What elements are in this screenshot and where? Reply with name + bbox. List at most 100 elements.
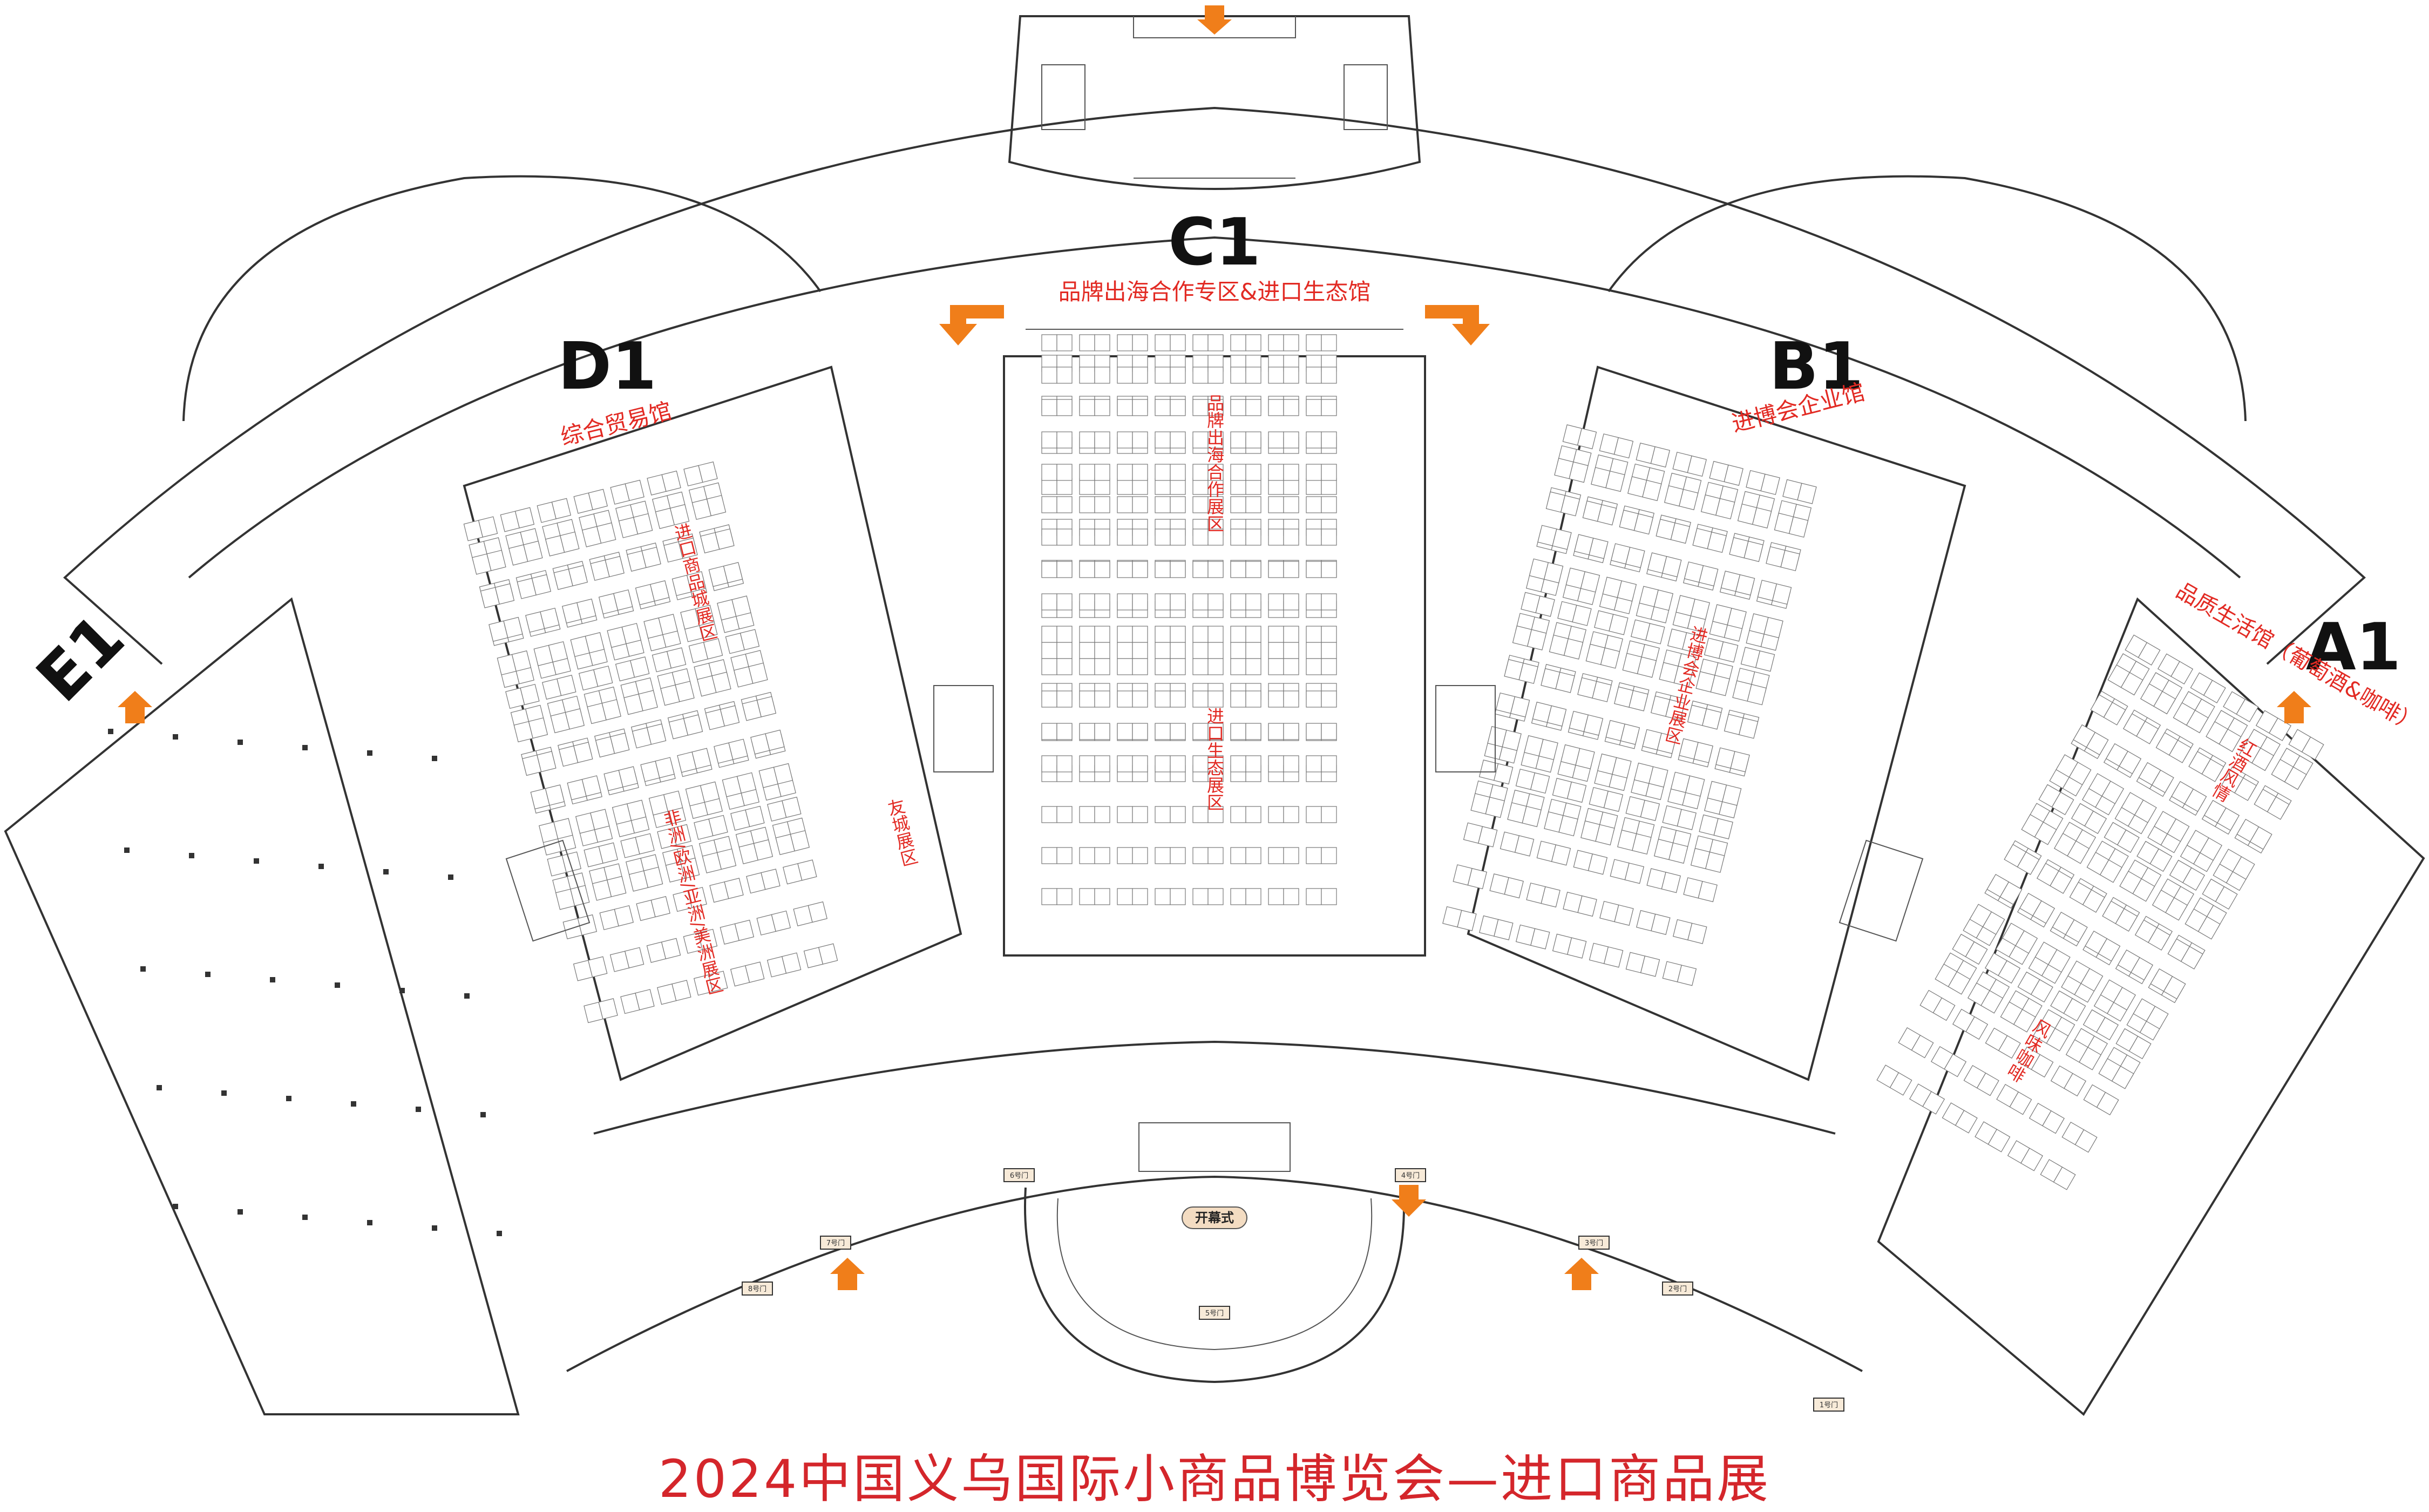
- booth: [1739, 717, 1759, 739]
- booth: [577, 914, 598, 936]
- booth: [1207, 593, 1224, 611]
- pillar: [432, 756, 437, 761]
- booth: [1620, 723, 1640, 745]
- booth: [1690, 599, 1710, 620]
- booth: [1306, 626, 1322, 643]
- booth: [1283, 528, 1299, 546]
- booth: [1155, 806, 1171, 823]
- booth: [568, 565, 588, 587]
- booth: [1245, 658, 1261, 675]
- booth: [1094, 496, 1110, 513]
- pillar: [448, 874, 453, 880]
- booth: [1245, 561, 1261, 578]
- pillar: [367, 1220, 372, 1225]
- booth: [2151, 769, 2174, 794]
- booth: [2064, 1073, 2087, 1097]
- booth: [1056, 561, 1073, 578]
- booth: [1698, 880, 1718, 903]
- booth: [1245, 690, 1261, 708]
- booth: [1321, 723, 1337, 740]
- booth: [478, 516, 498, 538]
- booth: [1670, 522, 1691, 544]
- booth: [2051, 791, 2074, 816]
- booth: [1192, 561, 1209, 578]
- booth: [1632, 833, 1652, 855]
- booth: [1558, 815, 1578, 837]
- booth: [1747, 684, 1767, 706]
- booth: [1117, 496, 1133, 513]
- booth: [723, 562, 743, 584]
- booth: [671, 824, 691, 845]
- arrow-up-icon: [1564, 1258, 1599, 1290]
- booth: [551, 498, 572, 519]
- booth: [1041, 334, 1057, 351]
- booth: [1268, 528, 1284, 546]
- pillar: [124, 847, 130, 853]
- arrow-up-icon: [2277, 691, 2311, 723]
- booth: [1155, 626, 1171, 643]
- booth: [1321, 528, 1337, 546]
- booth: [1094, 593, 1110, 611]
- booth: [1321, 806, 1337, 823]
- booth: [1546, 705, 1567, 727]
- booth: [1132, 593, 1148, 611]
- booth: [1552, 528, 1572, 550]
- booth: [1155, 399, 1171, 416]
- booth: [753, 839, 774, 861]
- booth: [605, 555, 625, 578]
- booth: [1117, 367, 1133, 384]
- booth: [2201, 758, 2224, 782]
- pillar: [302, 745, 308, 750]
- booth: [1155, 723, 1171, 740]
- booth: [610, 733, 630, 754]
- booth: [1170, 626, 1186, 643]
- booth: [748, 662, 768, 684]
- booth: [2074, 1129, 2098, 1153]
- booth: [1041, 431, 1057, 449]
- arrow-corner-left-icon: [939, 305, 1004, 345]
- booth: [1056, 658, 1073, 675]
- booth: [1651, 913, 1671, 935]
- booth: [1245, 478, 1261, 495]
- booth: [1170, 888, 1186, 905]
- pillar: [189, 853, 194, 858]
- booth: [1612, 757, 1632, 778]
- booth: [1566, 781, 1587, 803]
- gate-2: 2号门: [1662, 1282, 1693, 1296]
- booth: [678, 538, 698, 559]
- booth: [671, 980, 691, 1001]
- booth: [1079, 593, 1095, 611]
- booth: [1760, 473, 1780, 495]
- booth: [2251, 747, 2275, 771]
- booth: [1056, 496, 1073, 513]
- booth: [1094, 528, 1110, 546]
- arrow-down-icon: [1197, 5, 1232, 35]
- booth: [680, 857, 700, 879]
- booth: [2203, 680, 2226, 703]
- booth: [1056, 847, 1073, 864]
- booth: [1117, 847, 1133, 864]
- booth: [765, 729, 785, 751]
- booth: [1662, 556, 1682, 578]
- pillar: [367, 750, 372, 756]
- booth: [1980, 990, 2004, 1014]
- booth: [1079, 496, 1095, 513]
- booth: [1306, 367, 1322, 384]
- booth: [1306, 431, 1322, 449]
- booth: [1207, 755, 1224, 772]
- booth: [1724, 464, 1743, 486]
- hall-b1-code: B1: [1769, 329, 1864, 404]
- booth: [1079, 367, 1095, 384]
- hall-a1-booths: [1876, 634, 2324, 1190]
- d1-friend-zone-label: 友城展区: [884, 796, 920, 868]
- hall-e1-floor: [4, 597, 520, 1415]
- hall-c1-name: 品牌出海合作专区&进口生态馆: [1059, 279, 1371, 305]
- booth: [1132, 806, 1148, 823]
- booth: [1668, 842, 1688, 864]
- booth: [720, 705, 740, 727]
- booth: [1094, 847, 1110, 864]
- booth: [2009, 1091, 2032, 1115]
- booth: [598, 842, 618, 864]
- booth: [1514, 835, 1535, 857]
- booth: [1079, 806, 1095, 823]
